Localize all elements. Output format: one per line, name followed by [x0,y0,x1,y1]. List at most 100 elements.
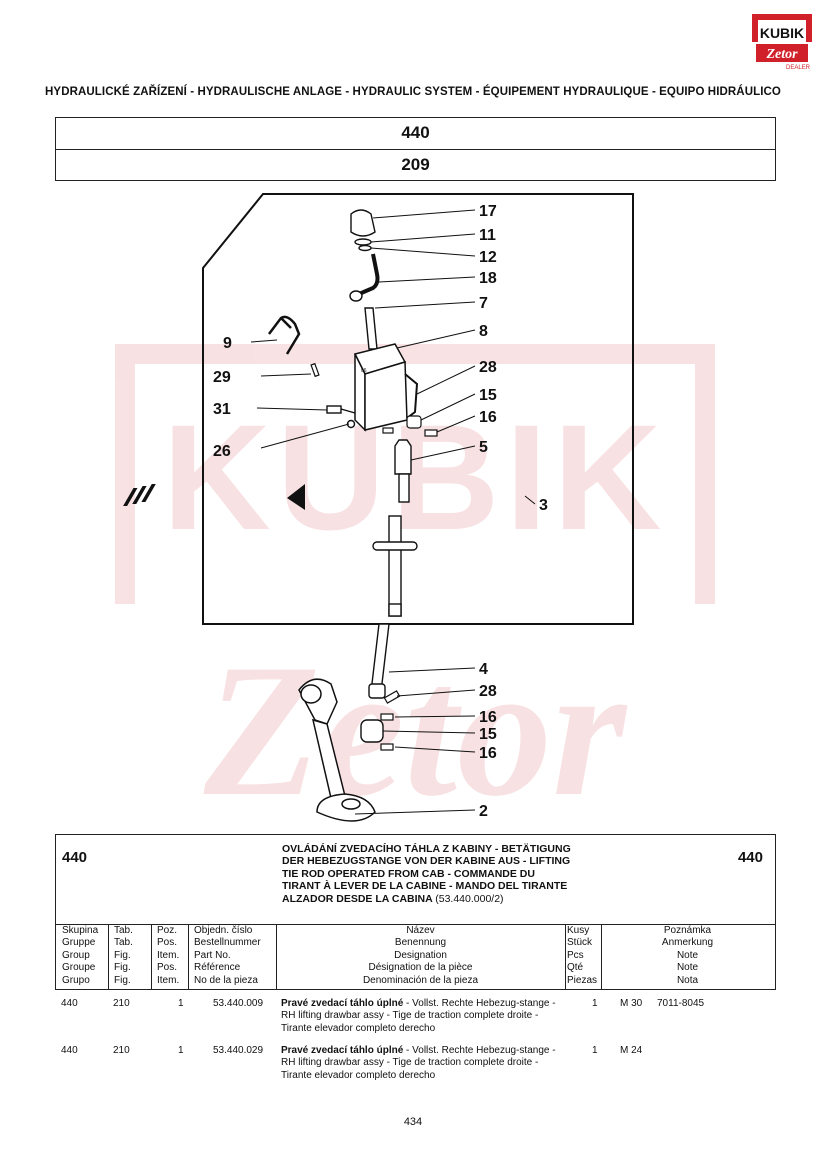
col-name: Název Benennung Designation Désignation … [276,925,566,989]
cell-qty: 1 [592,998,598,1009]
col-header-text: Objedn. číslo [194,925,253,936]
col-header-text: Note [676,949,699,961]
cell-note: M 30 [620,998,643,1009]
pin-part [310,362,320,378]
col-header-text: Bestellnummer [194,937,261,949]
cell-name-bold: Pravé zvedací táhlo úplné [281,998,404,1009]
col-header-text: Pcs [567,949,584,961]
figure-number: 209 [401,155,430,174]
cell-qty: 1 [592,1045,598,1056]
col-header-text: Piezas [567,974,598,986]
kubik-zetor-logo: KUBIK Zetor DEALER [752,14,812,71]
col-part-no: Objedn. číslo Bestellnummer Part No. Réf… [188,925,277,989]
col-header-text: Název [406,925,435,936]
col-header-text: Tab. [114,925,133,936]
col-group: Skupina Gruppe Group Groupe Grupo [56,925,109,989]
col-header-text: Part No. [194,949,231,961]
col-header-text: Grupo [62,974,90,986]
cell-group: 440 [61,998,78,1009]
col-header-text: Fig. [114,949,131,961]
col-header-text: Pos. [157,962,178,974]
cell-name: Pravé zvedací táhlo úplné - Vollst. Rech… [281,1045,571,1082]
fork-rod-part [394,439,412,503]
parts-diagram: KUBIK Zetor 06 [115,193,715,834]
col-position: Poz. Pos. Item. Pos. Item. [151,925,189,989]
table-row: 440 210 1 53.440.009 Pravé zvedací táhlo… [55,998,774,1042]
assembly-frame [202,193,634,625]
cell-position: 1 [178,1045,184,1056]
callout-12: 12 [479,249,497,266]
callout-4: 4 [479,661,488,678]
col-header-text: Skupina [62,925,99,936]
callout-28: 28 [479,359,497,376]
callout-17: 17 [479,203,497,220]
callout-2: 2 [479,803,488,820]
sleeve-part [406,415,422,429]
cell-name-rest: - Vollst. Rechte Hebezug-stange - RH lif… [281,998,556,1034]
col-header-text: Fig. [114,974,131,986]
callout-3: 3 [539,497,548,514]
model-box: 440 [55,117,776,150]
logo-zetor-text: Zetor [765,47,798,62]
lifting-arm-part [298,678,376,822]
col-header-text: Groupe [62,962,96,974]
page-number: 434 [403,1116,423,1128]
pin-part-lower [380,713,394,721]
knob-part [350,209,376,252]
svg-text:Zetor: Zetor [203,626,628,834]
svg-text:06: 06 [361,368,367,374]
col-header-text: Anmerkung [661,937,714,949]
col-header-text: Fig. [114,962,131,974]
callout-11: 11 [479,227,496,244]
section-title: HYDRAULICKÉ ZAŘÍZENÍ - HYDRAULISCHE ANLA… [45,86,781,98]
housing-part [353,343,408,432]
cell-group: 440 [61,1045,78,1056]
col-header-text: Pos. [157,937,178,949]
group-number-right: 440 [737,849,763,866]
callout-15-lower: 15 [479,726,497,743]
figure-box: 209 [55,149,776,181]
callout-16-bottom: 16 [479,745,497,762]
column-headers: Skupina Gruppe Group Groupe Grupo Tab. T… [55,924,776,990]
callout-8: 8 [479,323,488,340]
cell-name-rest: - Vollst. Rechte Hebezug-stange - RH lif… [281,1045,556,1081]
col-header-text: Nota [676,974,699,986]
col-header-text: Group [62,949,90,961]
callout-16: 16 [479,409,497,426]
col-header-text: Item. [157,949,180,961]
group-number-left: 440 [62,849,88,866]
table-row: 440 210 1 53.440.029 Pravé zvedací táhlo… [55,1045,774,1089]
cell-note-extra: 7011-8045 [657,998,705,1009]
col-qty: Kusy Stück Pcs Qté Piezas [565,925,602,989]
callout-5: 5 [479,439,488,456]
cell-table: 210 [113,998,130,1009]
pin-part-lower [380,743,394,751]
col-header-text: Gruppe [62,937,96,949]
col-header-text: Poz. [157,925,178,936]
lower-rod-part [368,623,390,699]
group-description-text: OVLÁDÁNÍ ZVEDACÍHO TÁHLA Z KABINY - BETÄ… [282,843,571,905]
clip-part [268,315,301,355]
rod-part [372,515,418,617]
col-header-text: Poznámka [663,925,712,936]
logo-kubik-text: KUBIK [760,25,804,41]
col-header-text: Désignation de la pièce [368,962,473,974]
cell-position: 1 [178,998,184,1009]
cell-note: M 24 [620,1045,643,1056]
callout-29: 29 [213,369,231,386]
shaft-part [364,307,378,350]
lever-part [358,253,380,296]
leader-lines [250,209,536,815]
callout-9: 9 [223,335,232,352]
cell-part-no: 53.440.029 [213,1045,264,1056]
watermark: KUBIK Zetor [115,344,715,834]
callout-16-lower: 16 [479,709,497,726]
col-table: Tab. Tab. Fig. Fig. Fig. [108,925,152,989]
cell-part-no: 53.440.009 [213,998,264,1009]
pin-part-lower [383,690,401,704]
callout-7: 7 [479,295,488,312]
bracket-part [404,373,419,419]
col-header-text: Note [676,962,699,974]
cell-name-bold: Pravé zvedací táhlo úplné [281,1045,404,1056]
col-header-text: No de la pieza [194,974,258,986]
